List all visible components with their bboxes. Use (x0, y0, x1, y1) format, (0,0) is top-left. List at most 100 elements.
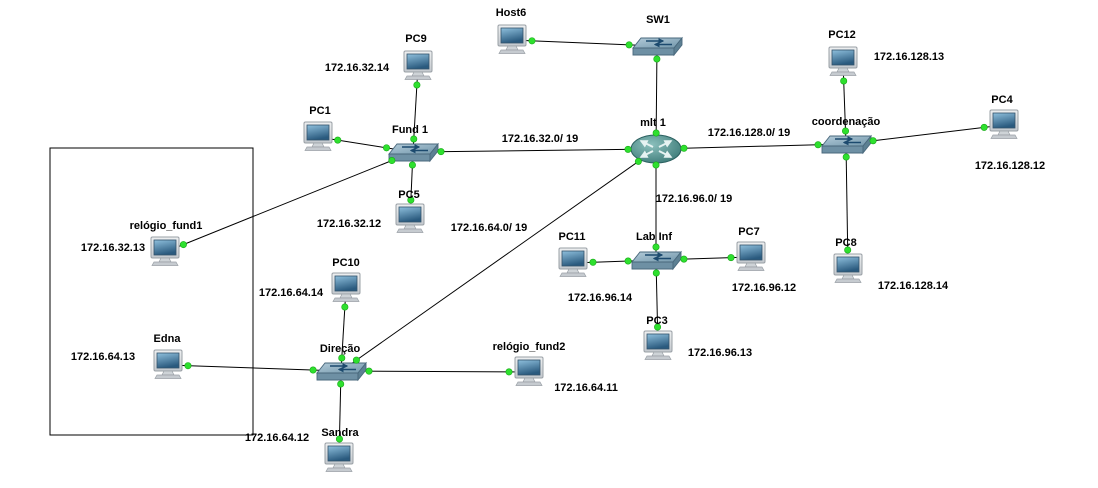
pc-stand (158, 257, 172, 263)
node-direcao[interactable] (316, 361, 367, 382)
pc-stand (651, 351, 665, 357)
device-label-pc12: PC12 (828, 29, 856, 41)
pc-screen (406, 53, 430, 70)
link-status-dot (624, 145, 632, 153)
device-label-edna: Edna (154, 333, 182, 345)
ip-annotation: 172.16.64.13 (71, 351, 135, 363)
link-status-dot (652, 129, 660, 137)
link-mlt1-coordenacao[interactable] (655, 143, 847, 150)
node-host6[interactable] (497, 24, 527, 54)
pc-base (737, 266, 765, 271)
node-pc11[interactable] (558, 247, 588, 277)
link-status-dot (652, 161, 660, 169)
pc-base (829, 71, 857, 76)
node-coordenacao[interactable] (821, 134, 872, 155)
node-pc4[interactable] (989, 109, 1019, 139)
selection-layer (49, 147, 254, 436)
node-fund1[interactable] (388, 142, 439, 163)
link-status-dot (680, 144, 688, 152)
link-status-dot (680, 255, 688, 263)
pc-base (325, 467, 353, 472)
device-label-pc10: PC10 (332, 257, 360, 269)
link-status-dot (437, 148, 445, 156)
link-host6-sw1[interactable] (511, 39, 658, 47)
pc-base (396, 228, 424, 233)
device-label-pc8: PC8 (835, 237, 856, 249)
pc-stand (744, 262, 758, 268)
ip-annotation: 172.16.64.11 (554, 382, 618, 394)
node-labinf[interactable] (631, 250, 682, 271)
pc-stand (836, 67, 850, 73)
link-status-dot (842, 127, 850, 135)
pc-base (498, 49, 526, 54)
node-pc9[interactable] (403, 50, 433, 80)
ip-annotation: 172.16.128.13 (874, 51, 944, 63)
link-status-dot (653, 55, 661, 63)
node-pc1[interactable] (303, 121, 333, 151)
device-label-host6: Host6 (496, 7, 527, 19)
link-status-dot (840, 77, 848, 85)
device-label-pc9: PC9 (405, 33, 426, 45)
link-status-dot (179, 241, 187, 249)
pc-screen (739, 244, 763, 261)
link-status-dot (352, 356, 360, 364)
pc-base (515, 381, 543, 386)
pc-stand (332, 463, 346, 469)
link-status-dot (528, 37, 536, 45)
node-pc10[interactable] (331, 272, 361, 302)
device-label-coordenacao: coordenação (812, 116, 881, 128)
link-status-dot (335, 435, 343, 443)
node-pc8[interactable] (833, 253, 863, 283)
network-annotation: 172.16.32.0/ 19 (502, 133, 578, 145)
network-annotation: 172.16.64.0/ 19 (451, 222, 527, 234)
node-sw1[interactable] (632, 36, 683, 57)
pc-base (644, 355, 672, 360)
node-relogio_fund1[interactable] (150, 236, 180, 266)
ip-annotation: 172.16.128.12 (975, 160, 1045, 172)
link-mlt1-direcao[interactable] (340, 148, 657, 372)
node-pc7[interactable] (736, 241, 766, 271)
pc-base (990, 134, 1018, 139)
link-status-dot (624, 257, 632, 265)
device-label-relogio_fund1: relógio_fund1 (130, 220, 203, 232)
status-dots-layer (179, 37, 988, 443)
link-status-dot (625, 41, 633, 49)
network-annotation: 172.16.128.0/ 19 (708, 127, 791, 139)
link-fund1-mlt1[interactable] (412, 148, 657, 153)
pc-stand (997, 130, 1011, 136)
link-status-dot (652, 243, 660, 251)
ip-annotation: 172.16.32.13 (81, 242, 145, 254)
ip-annotation: 172.16.96.13 (688, 347, 752, 359)
node-pc5[interactable] (395, 203, 425, 233)
ip-annotation: 172.16.64.14 (259, 287, 324, 299)
link-status-dot (365, 367, 373, 375)
pc-base (404, 75, 432, 80)
device-label-pc3: PC3 (646, 315, 667, 327)
link-status-dot (309, 366, 317, 374)
link-status-dot (337, 380, 345, 388)
node-pc3[interactable] (643, 330, 673, 360)
device-label-pc1: PC1 (309, 105, 330, 117)
link-relogio_fund1-fund1[interactable] (164, 151, 414, 253)
pc-screen (334, 275, 358, 292)
node-pc12[interactable] (828, 46, 858, 76)
pc-screen (561, 250, 585, 267)
device-label-pc11: PC11 (559, 231, 586, 243)
pc-stand (161, 370, 175, 376)
ip-annotation: 172.16.32.14 (325, 62, 390, 74)
pc-base (151, 261, 179, 266)
node-sandra[interactable] (324, 442, 354, 472)
pc-screen (992, 112, 1016, 129)
node-relogio_fund2[interactable] (514, 356, 544, 386)
switch-side (673, 36, 683, 57)
switch-front (316, 372, 359, 381)
device-label-direcao: Direção (320, 343, 361, 355)
ip-annotation: 172.16.128.14 (878, 280, 949, 292)
node-edna[interactable] (153, 349, 183, 379)
switch-front (632, 47, 675, 56)
network-annotation: 172.16.96.0/ 19 (656, 193, 732, 205)
device-label-pc4: PC4 (991, 94, 1013, 106)
link-status-dot (589, 258, 597, 266)
pc-stand (339, 293, 353, 299)
